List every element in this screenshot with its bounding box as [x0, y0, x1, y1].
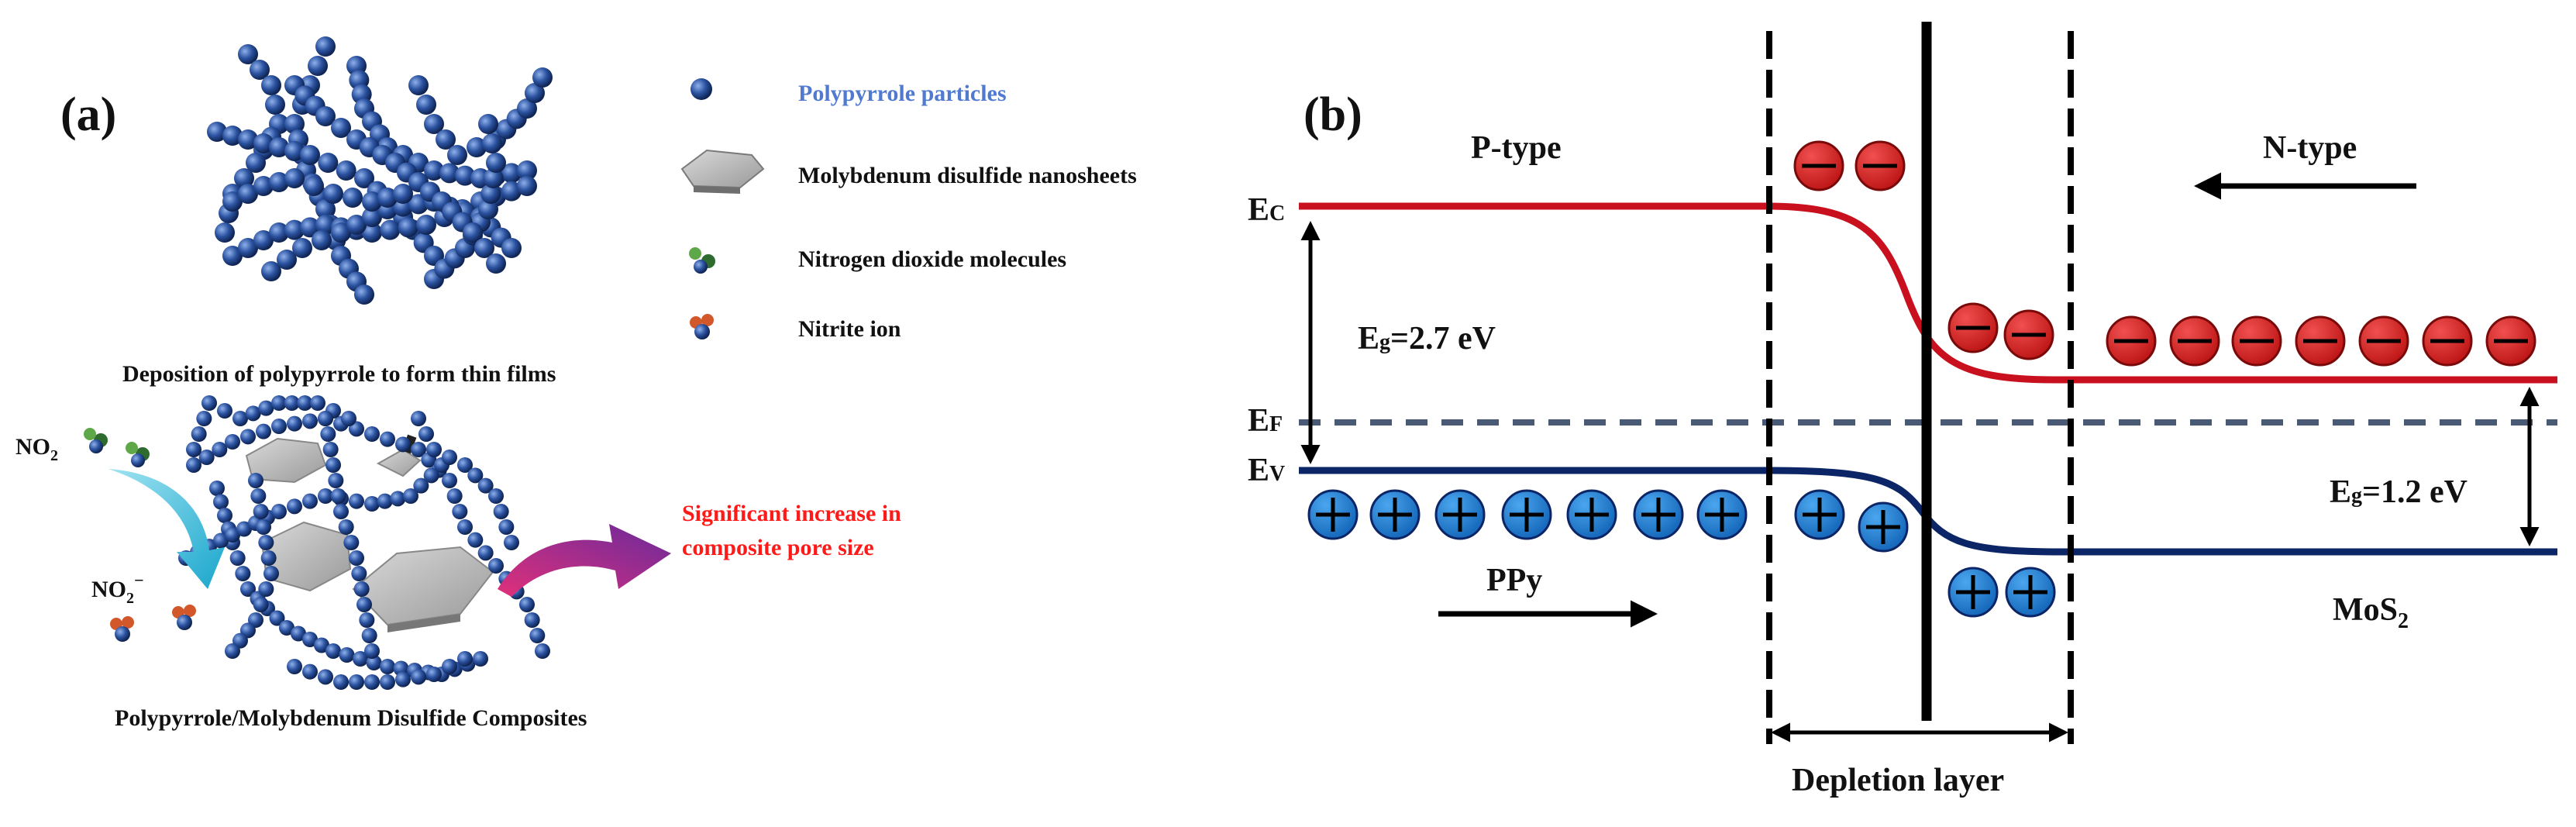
- electron-icon: [2003, 309, 2054, 360]
- charge-carriers: [1307, 140, 2536, 618]
- ppy-bead-chain: [284, 75, 506, 274]
- electron-icon: [2169, 315, 2220, 367]
- no2-molecule-icon: [689, 247, 715, 274]
- ppy-bead-chain: [287, 651, 473, 690]
- adsorption-arrow: [108, 469, 225, 589]
- pore-size-text-line2: composite pore size: [682, 535, 874, 560]
- ev-label: EV: [1248, 453, 1285, 488]
- pore-size-text-line1: Significant increase in: [682, 501, 901, 526]
- panel-b-label: (b): [1303, 88, 1362, 141]
- composite-caption: Polypyrrole/Molybdenum Disulfide Composi…: [115, 705, 587, 731]
- mos2-nanosheet-icon: [680, 149, 765, 194]
- depletion-layer-label: Depletion layer: [1792, 763, 2004, 798]
- no2-molecule-icon: [126, 442, 150, 467]
- hole-icon: [1501, 489, 1552, 540]
- nitrite-label: NO2−: [91, 570, 144, 607]
- ppy-label: PPy: [1486, 563, 1542, 598]
- electron-icon: [1855, 140, 1906, 191]
- n-type-label: N-type: [2263, 130, 2357, 166]
- hole-icon: [1858, 501, 1909, 553]
- hole-icon: [1369, 489, 1421, 540]
- electron-icon: [1947, 302, 1999, 353]
- electron-icon: [2106, 315, 2157, 367]
- pore-size-arrow: [498, 524, 671, 597]
- hole-icon: [2005, 567, 2056, 618]
- electron-icon: [1793, 140, 1844, 191]
- composite-illustration: [178, 395, 550, 690]
- ppy-bead-chain: [186, 395, 356, 457]
- mos2-label: MoS2: [2333, 592, 2409, 633]
- no2-label: NO2: [15, 434, 58, 464]
- no2-molecule-icon: [84, 428, 108, 453]
- hole-icon: [1794, 489, 1845, 540]
- electron-icon: [2295, 315, 2346, 367]
- hole-icon: [1696, 489, 1748, 540]
- ppy-particle-icon: [690, 78, 712, 100]
- hole-icon: [1566, 489, 1617, 540]
- electron-icon: [2231, 315, 2282, 367]
- ppy-bead-chain: [225, 473, 279, 659]
- legend-no2-molecules: Nitrogen dioxide molecules: [798, 246, 1066, 272]
- hole-icon: [1434, 489, 1486, 540]
- p-type-label: P-type: [1471, 130, 1562, 166]
- legend-nitrite-ion: Nitrite ion: [798, 316, 901, 342]
- panel-a: (a) Polypyrrole particles Molybdenum dis…: [15, 36, 1137, 731]
- panel-b: (b) P-type N-type EC EF EV Eg=2.7 eV Eg=…: [1248, 22, 2557, 798]
- hole-icon: [1947, 567, 1999, 618]
- ec-label: EC: [1248, 192, 1285, 228]
- eg-right-label: Eg=1.2 eV: [2330, 474, 2468, 510]
- ppy-thin-film-illustration: [207, 36, 553, 305]
- legend-mos2-nanosheets: Molybdenum disulfide nanosheets: [798, 163, 1137, 188]
- nitrite-ion-icon: [110, 616, 134, 642]
- electron-icon: [2358, 315, 2409, 367]
- ppy-bead-chain: [318, 411, 380, 659]
- ppy-chain-network: [178, 395, 550, 690]
- eg-left-label: Eg=2.7 eV: [1358, 321, 1496, 357]
- ef-label: EF: [1248, 403, 1283, 439]
- panel-a-label: (a): [60, 88, 116, 141]
- film-caption: Deposition of polypyrrole to form thin f…: [122, 361, 556, 387]
- hole-icon: [1633, 489, 1684, 540]
- nitrite-ion-icon: [172, 605, 196, 630]
- electron-icon: [2485, 315, 2536, 367]
- hole-icon: [1307, 489, 1359, 540]
- legend-ppy-particles: Polypyrrole particles: [798, 81, 1007, 106]
- ppy-bead-chain: [411, 411, 519, 550]
- panel-a-legend: Polypyrrole particles Molybdenum disulfi…: [680, 78, 1137, 342]
- electron-icon: [2422, 315, 2473, 367]
- nitrite-ion-icon: [690, 314, 714, 339]
- ppy-bead-chain: [222, 168, 413, 212]
- ppy-bead-chain: [408, 67, 553, 165]
- conduction-band: [1299, 202, 2557, 384]
- mos2-sheet: [352, 546, 494, 632]
